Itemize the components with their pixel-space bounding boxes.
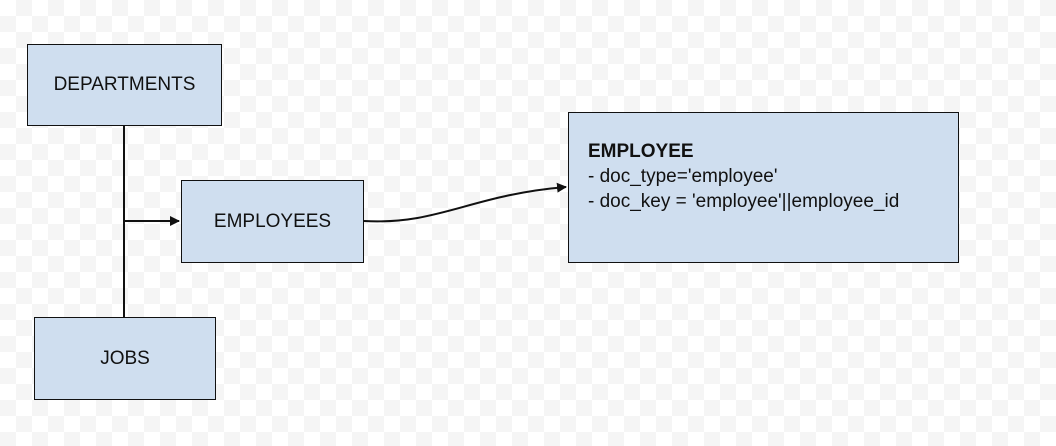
detail-title: EMPLOYEE [588,141,694,162]
employees-box[interactable]: EMPLOYEES [181,180,364,263]
jobs-box[interactable]: JOBS [34,317,216,400]
departments-label: DEPARTMENTS [53,74,196,95]
jobs-label: JOBS [100,347,150,369]
employee-detail-box[interactable]: EMPLOYEE - doc_type='employee' - doc_key… [568,112,959,263]
departments-box[interactable]: DEPARTMENTS [27,44,222,126]
employees-label: EMPLOYEES [213,210,332,232]
detail-line-doc-key: - doc_key = 'employee'||employee_id [588,191,900,212]
detail-line-doc-type: - doc_type='employee' [588,166,778,187]
curved-arrow [363,182,567,223]
